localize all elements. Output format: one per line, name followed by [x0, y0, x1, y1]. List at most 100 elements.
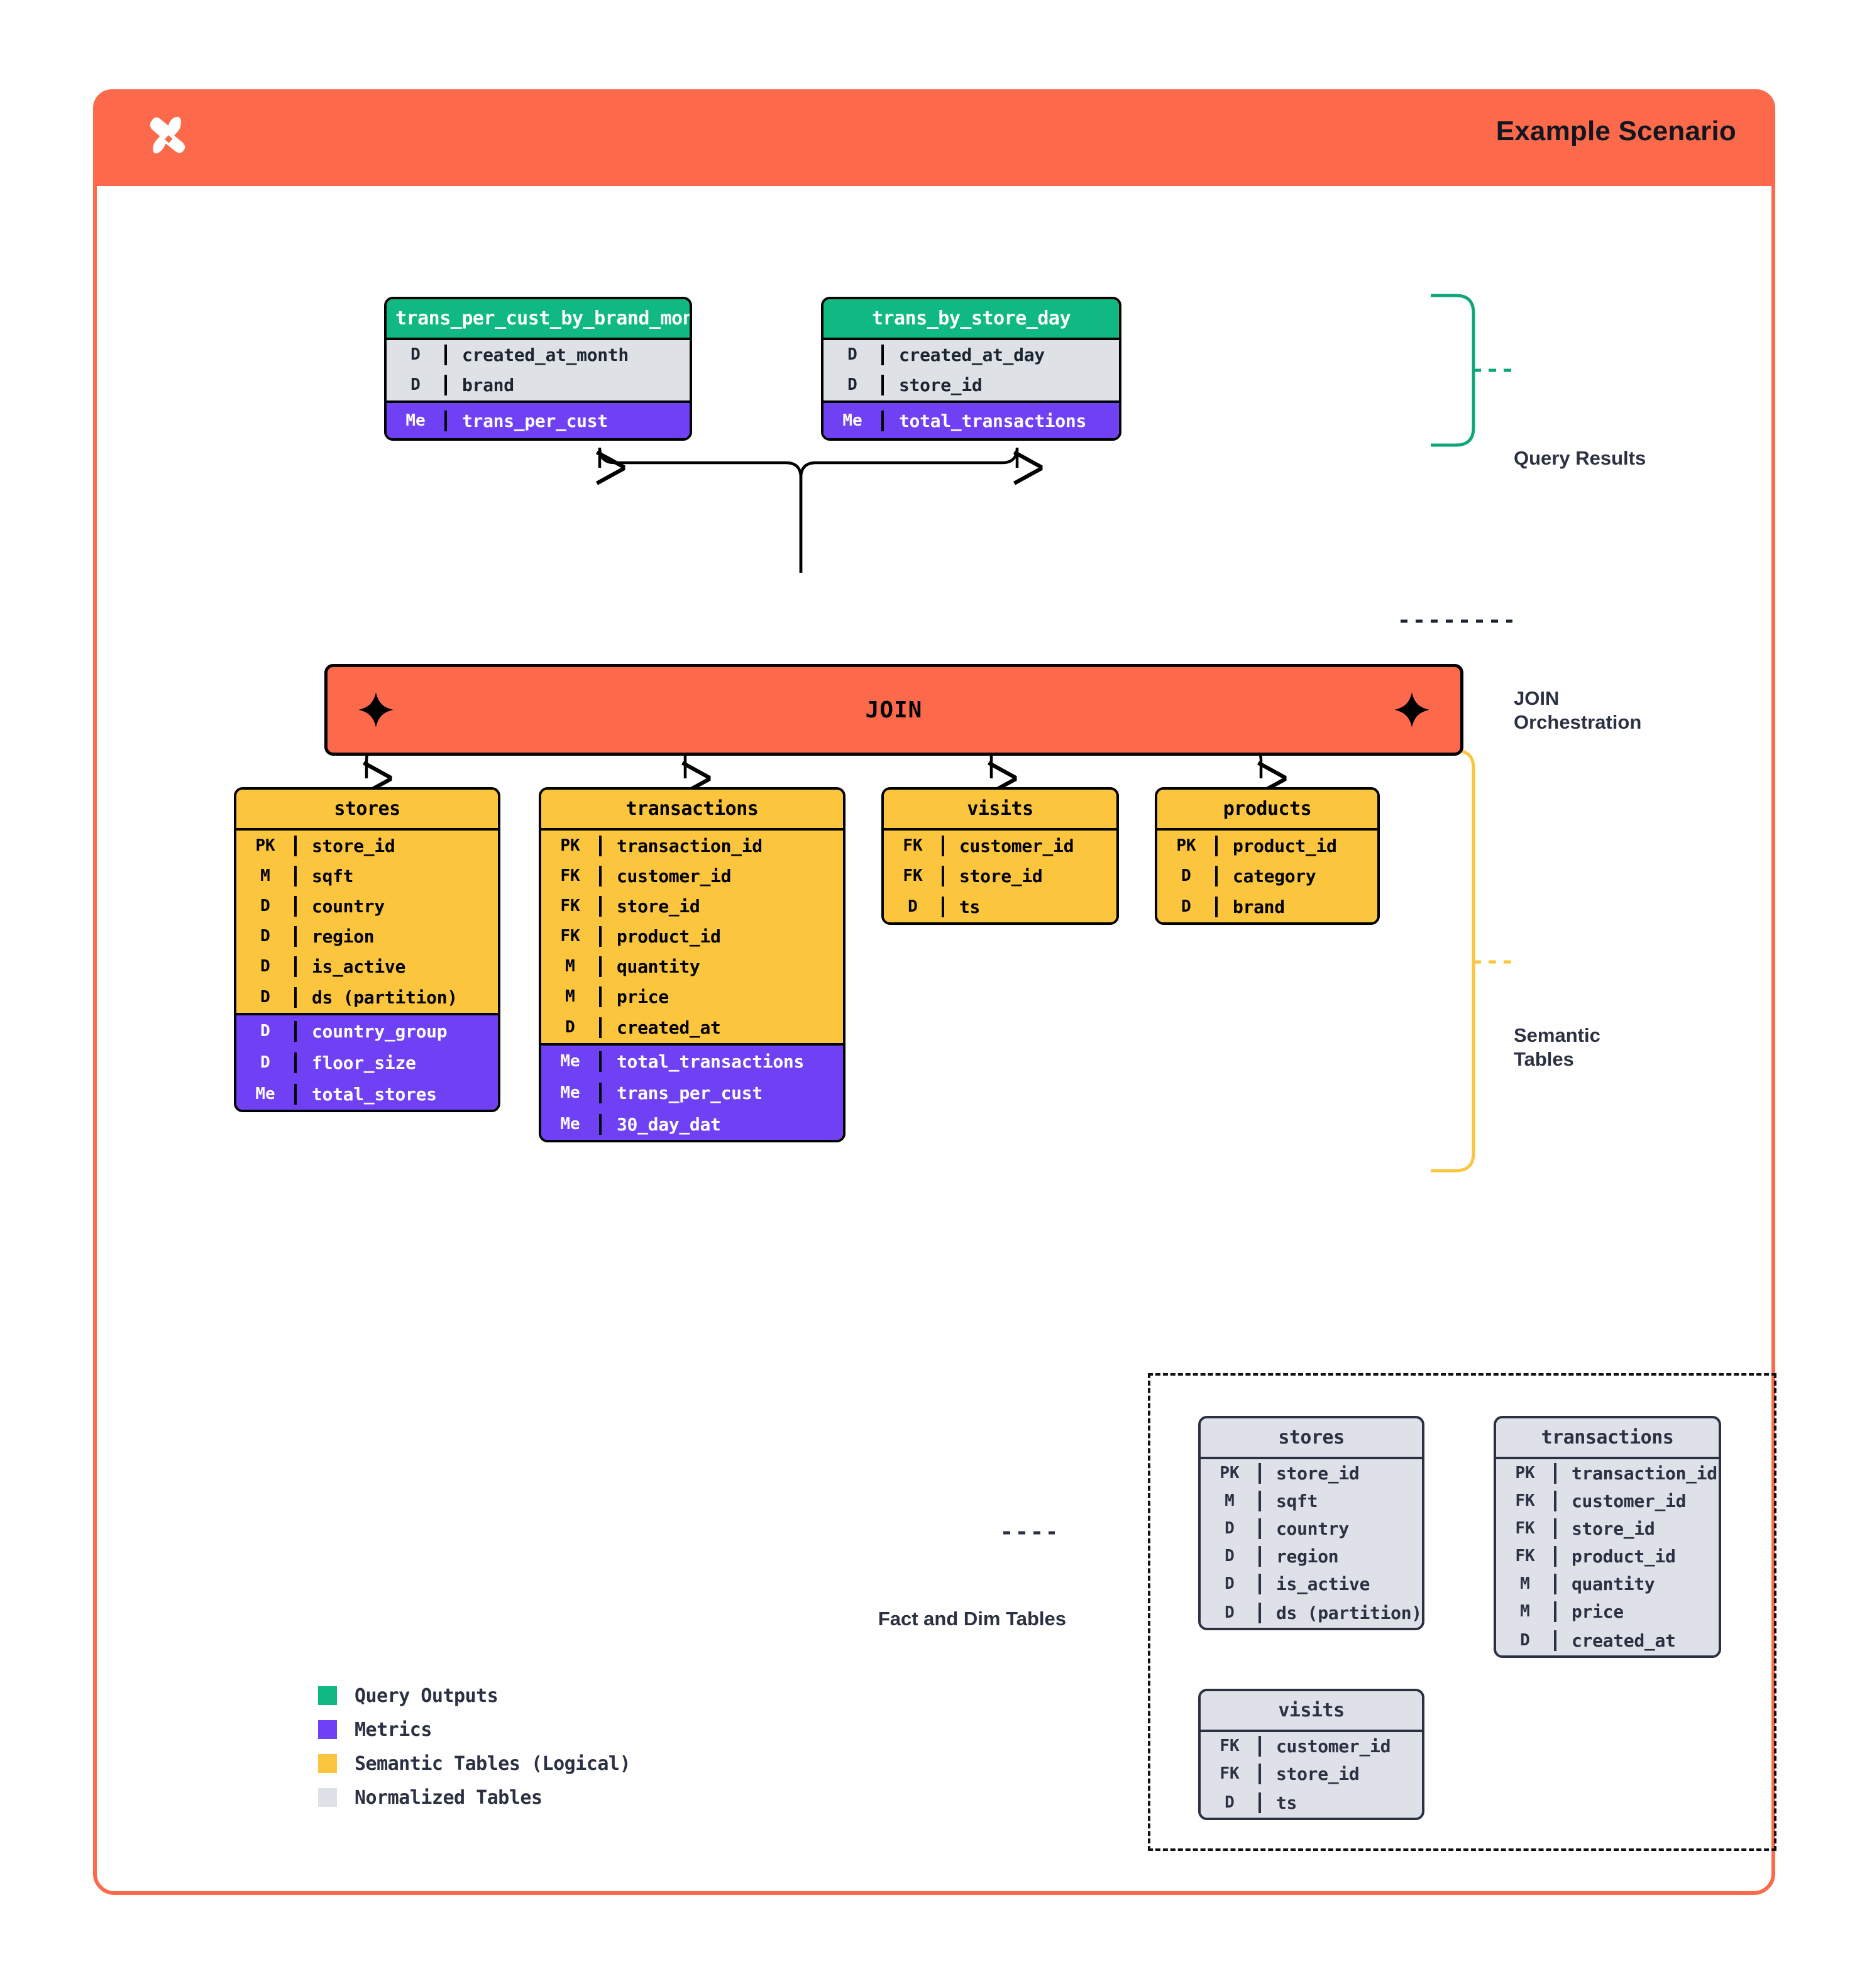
field-key: D [847, 375, 857, 394]
table-fields: D created_at_month D brand [387, 338, 690, 400]
field-name: price [1554, 1601, 1719, 1622]
table-title: stores [236, 790, 498, 828]
annotation-semantic-line2: Tables [1514, 1048, 1574, 1071]
metric-name: trans_per_cust [599, 1082, 843, 1103]
field-key: FK [903, 866, 923, 885]
field-key: D [565, 1018, 575, 1037]
card-header: Example Scenario [93, 89, 1775, 186]
field-key: D [260, 927, 270, 946]
legend-item-metrics: Metrics [318, 1713, 631, 1747]
field-name: store_id [599, 895, 843, 917]
table-title: trans_per_cust_by_brand_month [387, 299, 690, 338]
field-key: FK [1515, 1547, 1535, 1566]
metric-name: total_transactions [599, 1051, 843, 1072]
table-row: D created_at_month [387, 340, 690, 369]
field-name: sqft [294, 865, 498, 886]
field-key: PK [1176, 836, 1196, 855]
legend-item-query-outputs: Query Outputs [318, 1679, 631, 1713]
annotation-query-results: Query Results [1514, 447, 1646, 469]
join-orchestration-bar[interactable]: JOIN [324, 664, 1463, 756]
annotation-semantic-tables: Semantic Tables [1514, 1024, 1600, 1072]
field-key: D [1225, 1603, 1235, 1622]
query-result-table-trans-by-store-day[interactable]: trans_by_store_day D created_at_day D st… [821, 297, 1121, 441]
field-key: FK [1220, 1737, 1240, 1755]
field-name: ds (partition) [294, 986, 498, 1008]
field-name: created_at [599, 1017, 843, 1038]
field-key: D [1181, 897, 1191, 916]
legend-label: Normalized Tables [355, 1786, 542, 1809]
field-key: M [565, 987, 575, 1006]
field-name: customer_id [1554, 1490, 1719, 1511]
field-key: D [260, 897, 270, 915]
field-name: created_at [1554, 1630, 1719, 1651]
field-key: FK [560, 927, 580, 946]
field-key: D [260, 957, 270, 976]
table-row: D brand [387, 369, 690, 400]
legend-label: Semantic Tables (Logical) [355, 1752, 631, 1775]
metric-key: Me [560, 1052, 580, 1071]
metric-key: Me [842, 411, 862, 430]
annotation-fact-dim-tables: Fact and Dim Tables [878, 1608, 1066, 1630]
field-key: PK [255, 836, 275, 855]
field-name: store_id [294, 835, 498, 856]
field-name: customer_id [599, 865, 843, 886]
metric-key: Me [405, 411, 426, 430]
field-name: transaction_id [599, 835, 843, 856]
legend-swatch-normalized-tables [318, 1788, 337, 1807]
table-row: PK store_id [236, 831, 498, 861]
legend-label: Metrics [355, 1718, 432, 1741]
field-key: PK [1220, 1464, 1240, 1483]
annotation-join-line1: JOIN [1514, 687, 1560, 709]
field-name: product_id [1215, 835, 1377, 856]
field-name: ts [1258, 1792, 1422, 1813]
table-title: visits [884, 790, 1116, 828]
field-key: M [1225, 1491, 1235, 1510]
field-key: D [1225, 1519, 1235, 1538]
metric-name: total_stores [294, 1083, 498, 1105]
table-row: FK customer_id [1496, 1487, 1719, 1515]
field-name: created_at_month [444, 344, 690, 365]
field-key: D [410, 345, 421, 364]
query-result-table-trans-per-cust[interactable]: trans_per_cust_by_brand_month D created_… [384, 297, 692, 441]
field-key: M [1520, 1574, 1530, 1593]
field-key: M [1520, 1602, 1530, 1621]
field-name: store_id [1554, 1518, 1719, 1539]
field-key: FK [1220, 1764, 1240, 1783]
field-key: FK [1515, 1491, 1535, 1510]
field-name: is_active [1258, 1573, 1422, 1594]
field-name: country [294, 895, 498, 917]
